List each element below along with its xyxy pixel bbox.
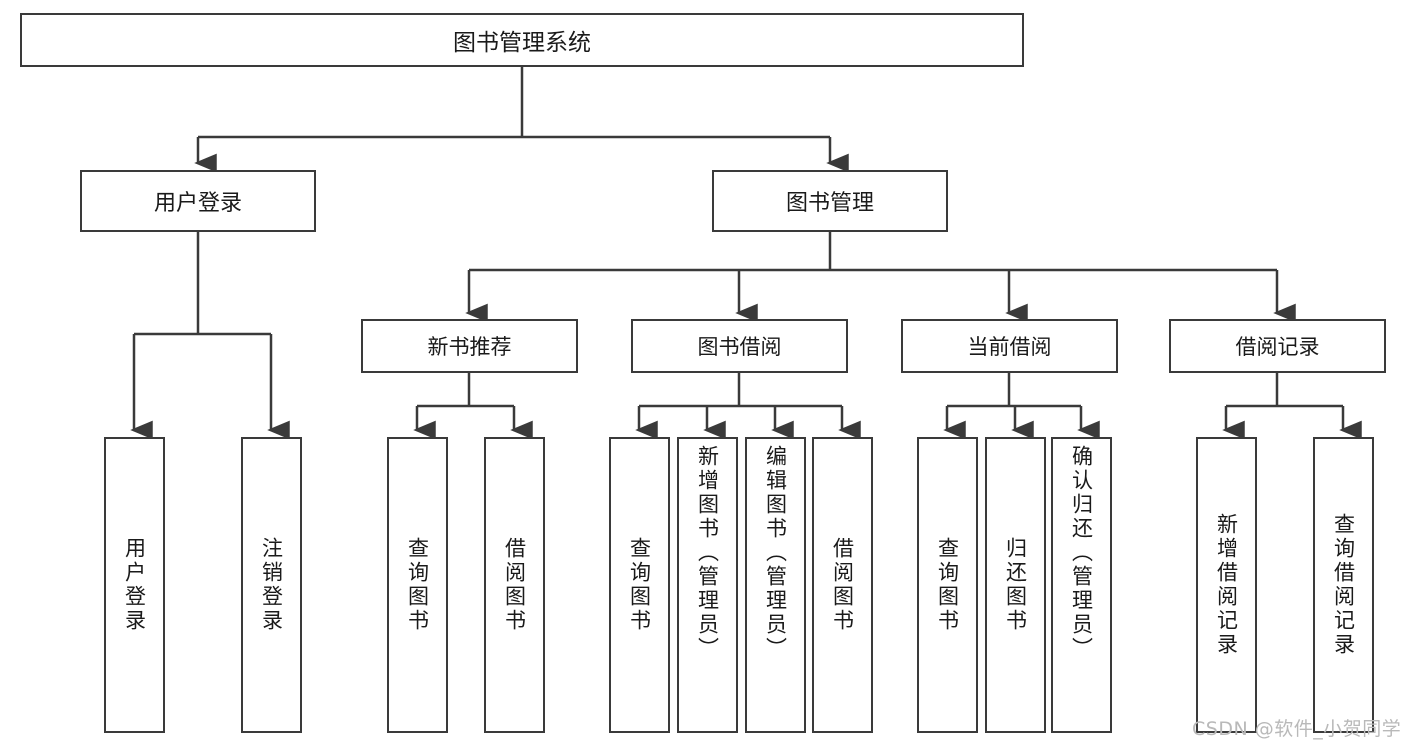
- node-current-borrow-label: 当前借阅: [967, 335, 1052, 359]
- node-leaf-query-book-1[interactable]: 查询图书: [387, 437, 448, 733]
- node-leaf-add-book-label: 新增图书（管理员）: [695, 445, 720, 661]
- node-leaf-confirm-return[interactable]: 确认归还（管理员）: [1051, 437, 1112, 733]
- node-leaf-user-logout-label: 注销登录: [259, 537, 284, 633]
- node-root-label: 图书管理系统: [453, 30, 591, 56]
- node-book-borrow[interactable]: 图书借阅: [631, 319, 848, 373]
- node-new-book-recommend[interactable]: 新书推荐: [361, 319, 578, 373]
- node-leaf-edit-book[interactable]: 编辑图书（管理员）: [745, 437, 806, 733]
- node-user-login-label: 用户登录: [153, 191, 242, 216]
- node-leaf-query-book-2[interactable]: 查询图书: [609, 437, 670, 733]
- node-leaf-query-book-3[interactable]: 查询图书: [917, 437, 978, 733]
- csdn-watermark: CSDN @软件_小贺同学: [1192, 718, 1402, 740]
- node-book-management[interactable]: 图书管理: [712, 170, 948, 232]
- node-leaf-borrow-book-2-label: 借阅图书: [830, 537, 855, 633]
- node-leaf-query-book-2-label: 查询图书: [627, 537, 652, 633]
- node-leaf-return-book-label: 归还图书: [1003, 537, 1028, 633]
- node-leaf-borrow-book-1[interactable]: 借阅图书: [484, 437, 545, 733]
- node-book-borrow-label: 图书借阅: [697, 335, 782, 359]
- node-leaf-user-logout[interactable]: 注销登录: [241, 437, 302, 733]
- node-leaf-add-book[interactable]: 新增图书（管理员）: [677, 437, 738, 733]
- node-user-login[interactable]: 用户登录: [80, 170, 316, 232]
- node-leaf-add-record[interactable]: 新增借阅记录: [1196, 437, 1257, 733]
- node-borrow-record[interactable]: 借阅记录: [1169, 319, 1386, 373]
- node-leaf-user-login-label: 用户登录: [122, 537, 147, 633]
- node-new-book-recommend-label: 新书推荐: [427, 335, 512, 359]
- node-current-borrow[interactable]: 当前借阅: [901, 319, 1118, 373]
- node-root[interactable]: 图书管理系统: [20, 13, 1024, 67]
- node-leaf-query-record-label: 查询借阅记录: [1331, 513, 1356, 657]
- node-leaf-borrow-book-1-label: 借阅图书: [502, 537, 527, 633]
- node-leaf-query-book-1-label: 查询图书: [405, 537, 430, 633]
- node-book-management-label: 图书管理: [785, 191, 874, 216]
- node-borrow-record-label: 借阅记录: [1235, 335, 1320, 359]
- node-leaf-query-book-3-label: 查询图书: [935, 537, 960, 633]
- node-leaf-query-record[interactable]: 查询借阅记录: [1313, 437, 1374, 733]
- node-leaf-confirm-return-label: 确认归还（管理员）: [1069, 445, 1094, 661]
- node-leaf-user-login[interactable]: 用户登录: [104, 437, 165, 733]
- node-leaf-return-book[interactable]: 归还图书: [985, 437, 1046, 733]
- node-leaf-borrow-book-2[interactable]: 借阅图书: [812, 437, 873, 733]
- node-leaf-edit-book-label: 编辑图书（管理员）: [763, 445, 788, 661]
- node-leaf-add-record-label: 新增借阅记录: [1214, 513, 1239, 657]
